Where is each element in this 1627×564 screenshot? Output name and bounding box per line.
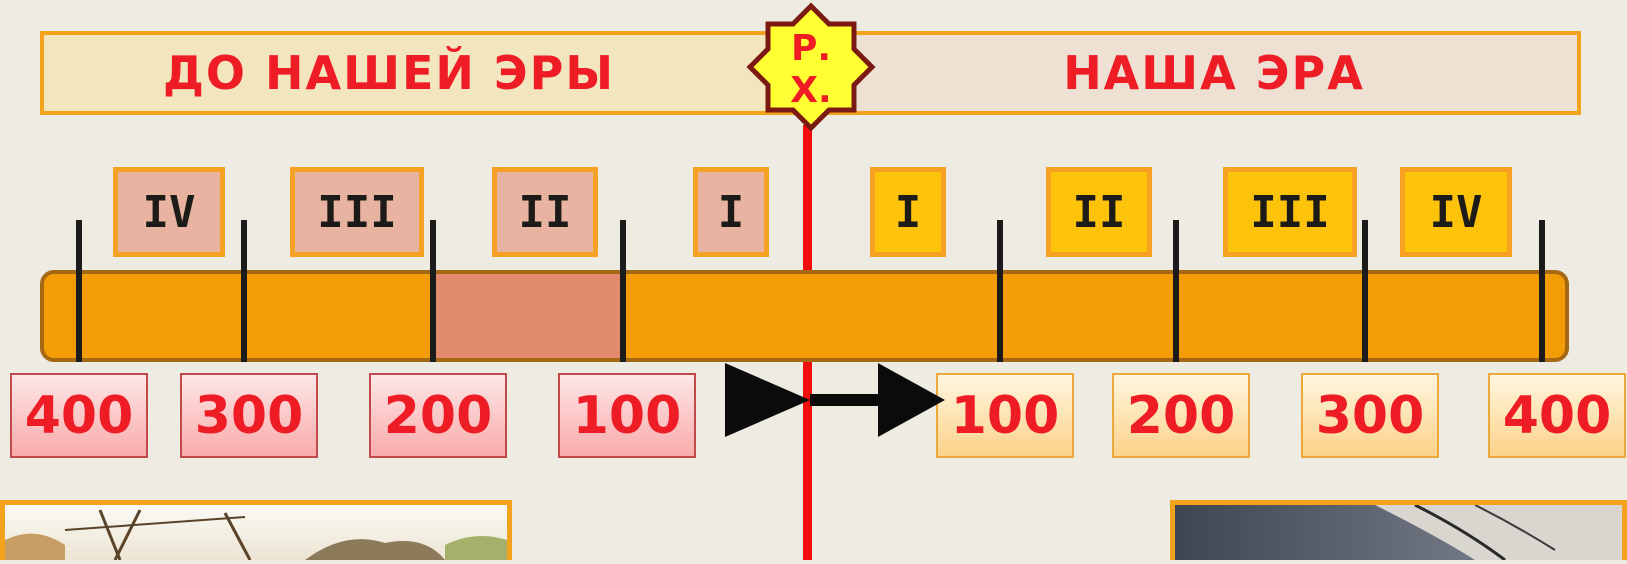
timeline-tick bbox=[430, 220, 436, 362]
direction-arrows-icon bbox=[725, 363, 945, 437]
year-bc-100: 100 bbox=[558, 373, 696, 458]
century-ad-3: III bbox=[1223, 167, 1357, 257]
highlighted-century-segment bbox=[434, 274, 624, 358]
year-ad-300: 300 bbox=[1301, 373, 1439, 458]
year-ad-200: 200 bbox=[1112, 373, 1250, 458]
timeline-tick bbox=[997, 220, 1003, 362]
century-ad-1: I bbox=[870, 167, 946, 257]
portrait-image bbox=[1170, 500, 1627, 562]
era-before-label: ДО НАШЕЙ ЭРЫ bbox=[162, 46, 616, 100]
century-bc-2: II bbox=[492, 167, 598, 257]
star-marker-icon bbox=[746, 2, 876, 132]
century-bc-3: III bbox=[290, 167, 424, 257]
year-ad-100: 100 bbox=[936, 373, 1074, 458]
year-bc-300: 300 bbox=[180, 373, 318, 458]
century-ad-2: II bbox=[1046, 167, 1152, 257]
portrait-hair-icon bbox=[1375, 503, 1622, 562]
timeline-tick bbox=[1173, 220, 1179, 362]
timeline-track bbox=[40, 270, 1569, 362]
timeline-tick bbox=[1362, 220, 1368, 362]
timeline-tick bbox=[241, 220, 247, 362]
year-bc-200: 200 bbox=[369, 373, 507, 458]
era-marker: Р. Х. bbox=[746, 20, 876, 120]
timeline-tick bbox=[1539, 220, 1545, 362]
century-bc-4: IV bbox=[113, 167, 225, 257]
era-after-label: НАША ЭРА bbox=[1063, 46, 1365, 100]
year-ad-400: 400 bbox=[1488, 373, 1626, 458]
year-bc-400: 400 bbox=[10, 373, 148, 458]
tent-illustration-icon bbox=[5, 509, 507, 561]
era-marker-line1: Р. bbox=[790, 28, 832, 69]
timeline-tick bbox=[76, 220, 82, 362]
era-marker-line2: Х. bbox=[790, 70, 832, 111]
ancient-scene-image bbox=[0, 500, 512, 561]
century-bc-1: I bbox=[693, 167, 769, 257]
century-ad-4: IV bbox=[1400, 167, 1512, 257]
timeline-tick bbox=[620, 220, 626, 362]
